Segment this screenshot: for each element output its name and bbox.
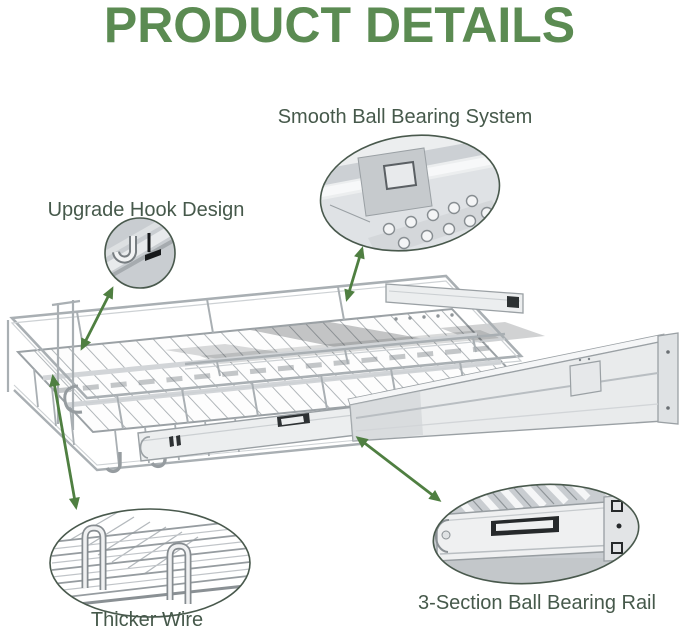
arrow-icon-ball-bearing xyxy=(344,246,365,302)
callout-label-rail: 3-Section Ball Bearing Rail xyxy=(418,592,656,614)
upper-slide-rail xyxy=(385,283,524,321)
wire-basket-illustration xyxy=(6,274,679,474)
arrow-icon-hook xyxy=(80,286,114,351)
arrow-icon-thicker-wire xyxy=(49,373,80,511)
ball-bearing-inset-image xyxy=(315,130,508,260)
callout-label-hook: Upgrade Hook Design xyxy=(47,199,245,221)
mid-slide-rail xyxy=(137,406,358,462)
extended-rail-right xyxy=(347,332,679,442)
hook-inset-image xyxy=(104,217,176,289)
rail-inset-image xyxy=(430,476,643,590)
callout-label-thicker-wire: Thicker Wire xyxy=(90,609,204,631)
ball-bearings xyxy=(382,194,494,250)
arrow-icon-rail xyxy=(355,436,442,502)
callout-label-ball-bearing: Smooth Ball Bearing System xyxy=(277,106,533,128)
thicker-wire-inset-image xyxy=(49,508,251,618)
page-title: PRODUCT DETAILS xyxy=(103,0,576,53)
